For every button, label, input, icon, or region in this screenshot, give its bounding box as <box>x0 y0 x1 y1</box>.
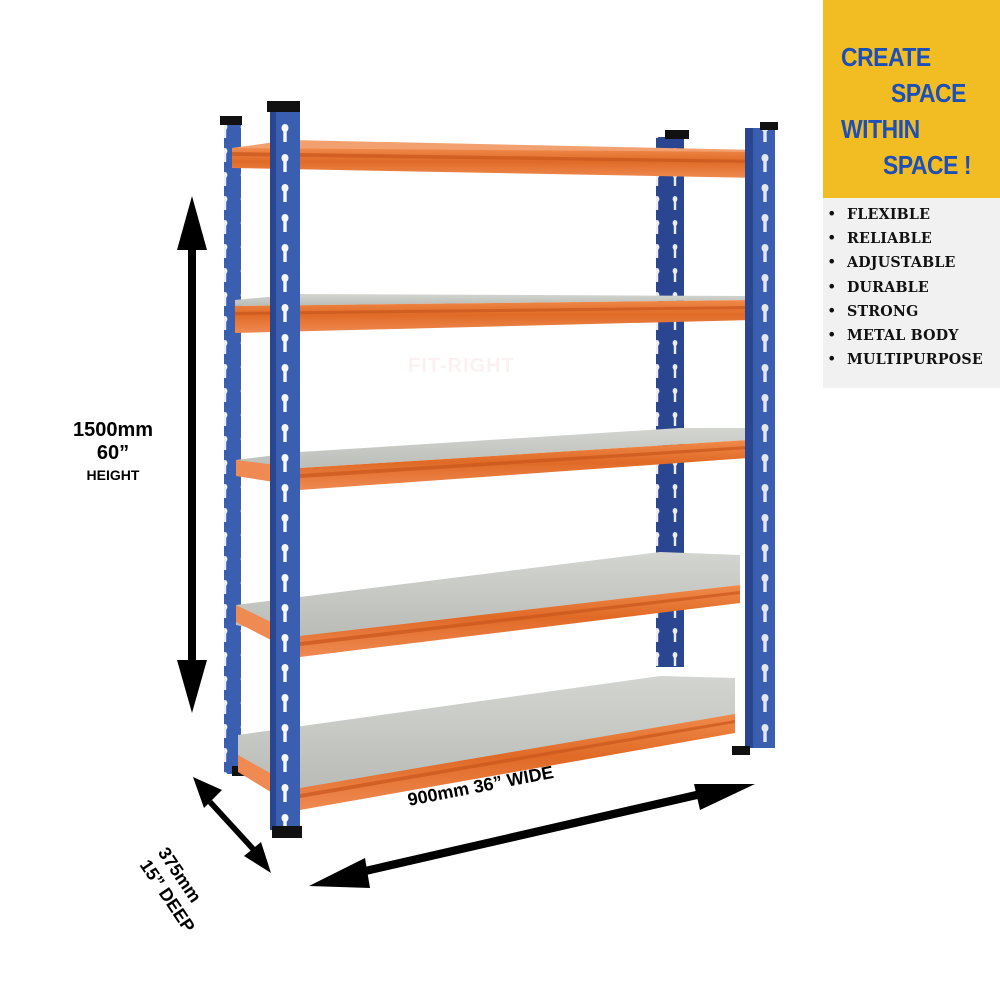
height-arrow-icon <box>177 196 207 713</box>
bullet-icon: • <box>827 324 837 344</box>
upright-front-right <box>732 122 778 755</box>
depth-arrow-icon <box>193 777 271 873</box>
headline-line-3: WITHIN <box>841 114 920 144</box>
upright-front-left <box>267 101 302 838</box>
headline-line-4: SPACE ! <box>883 150 972 180</box>
height-metric: 1500mm <box>72 419 154 441</box>
height-dimension-label: 1500mm 60” HEIGHT <box>48 418 178 486</box>
shelf-5 <box>238 676 735 810</box>
bullet-icon: • <box>827 349 837 369</box>
shelf-4 <box>236 552 740 657</box>
upright-back-left <box>220 116 246 776</box>
headline-line-1: CREATE <box>841 42 931 72</box>
bullet-icon: • <box>827 252 837 272</box>
height-word: HEIGHT <box>86 467 140 483</box>
height-imperial: 60” <box>96 442 130 464</box>
brand-watermark: FIT-RIGHT <box>408 355 515 377</box>
bullet-icon: • <box>827 276 837 296</box>
headline-line-2: SPACE <box>891 78 966 108</box>
bullet-icon: • <box>827 204 837 223</box>
width-arrow-icon <box>309 784 755 888</box>
promo-headline-box: CREATE SPACE WITHIN SPACE ! <box>823 0 1000 198</box>
promo-panel: CREATE SPACE WITHIN SPACE ! •FLEXIBLE •R… <box>823 0 1000 388</box>
bullet-icon: • <box>827 228 837 248</box>
shelf-2 <box>235 294 752 333</box>
bullet-icon: • <box>827 300 837 320</box>
shelf-1 <box>232 140 760 178</box>
shelf-3 <box>236 428 748 490</box>
